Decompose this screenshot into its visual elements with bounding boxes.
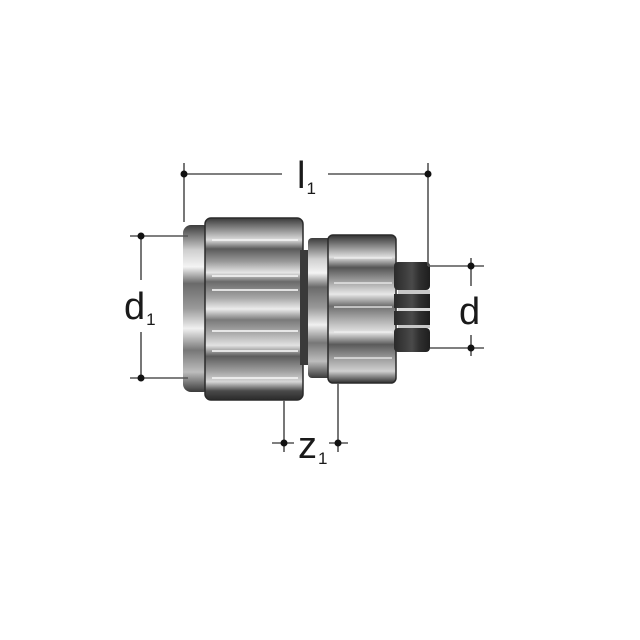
dimension-label-d: d [459, 289, 481, 335]
l1-symbol: l [297, 155, 306, 197]
z1-subscript: 1 [318, 449, 328, 468]
d1-symbol: d [124, 286, 146, 328]
dimension-dots [137, 170, 475, 447]
dimension-label-z1: z1 [296, 425, 330, 468]
middle-collar [300, 238, 332, 378]
large-union-nut [183, 217, 304, 401]
d-symbol: d [459, 291, 481, 333]
small-compression-nut [327, 234, 397, 384]
z1-symbol: z [298, 425, 317, 467]
d1-subscript: 1 [146, 310, 156, 329]
dimension-label-l1: l1 [293, 155, 322, 198]
l1-subscript: 1 [306, 179, 316, 198]
pipe-insert [394, 262, 430, 352]
dimension-label-d1: d1 [124, 282, 156, 332]
